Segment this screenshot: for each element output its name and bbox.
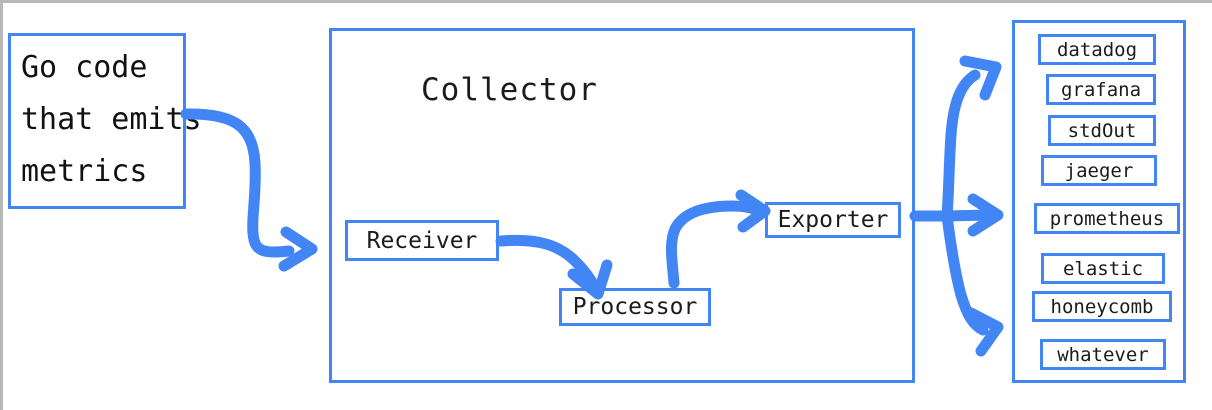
processor-label: Processor [572, 294, 698, 320]
backend-item[interactable]: datadog [1038, 34, 1156, 65]
backend-item[interactable]: elastic [1041, 253, 1165, 284]
backend-item[interactable]: prometheus [1034, 203, 1180, 234]
backend-item-label: elastic [1062, 257, 1144, 280]
backend-item-label: whatever [1057, 343, 1149, 366]
backend-item-label: jaeger [1064, 159, 1134, 182]
exporter-box[interactable]: Exporter [765, 202, 901, 238]
source-line-1: Go code [21, 50, 148, 85]
collector-title: Collector [421, 72, 598, 108]
receiver-box[interactable]: Receiver [345, 220, 499, 261]
backend-item[interactable]: whatever [1040, 339, 1166, 370]
receiver-label: Receiver [366, 227, 478, 254]
source-line-2: that emits [21, 102, 202, 137]
backend-item[interactable]: grafana [1046, 74, 1156, 105]
go-code-source-box[interactable]: Go code that emits metrics [8, 33, 202, 209]
arrow-source-to-collector [180, 108, 318, 272]
arrow-exporter-to-backends [909, 55, 1004, 357]
backend-item-label: prometheus [1049, 207, 1165, 230]
source-line-3: metrics [21, 154, 148, 189]
backend-item-label: datadog [1056, 38, 1138, 61]
backend-item[interactable]: honeycomb [1032, 291, 1172, 322]
backend-item[interactable]: jaeger [1041, 155, 1157, 186]
processor-box[interactable]: Processor [559, 288, 711, 326]
backend-item-label: honeycomb [1050, 295, 1154, 318]
exporter-label: Exporter [777, 207, 889, 233]
backend-item-label: grafana [1060, 78, 1142, 101]
backend-item[interactable]: stdOut [1048, 115, 1156, 146]
backend-item-label: stdOut [1067, 119, 1137, 142]
